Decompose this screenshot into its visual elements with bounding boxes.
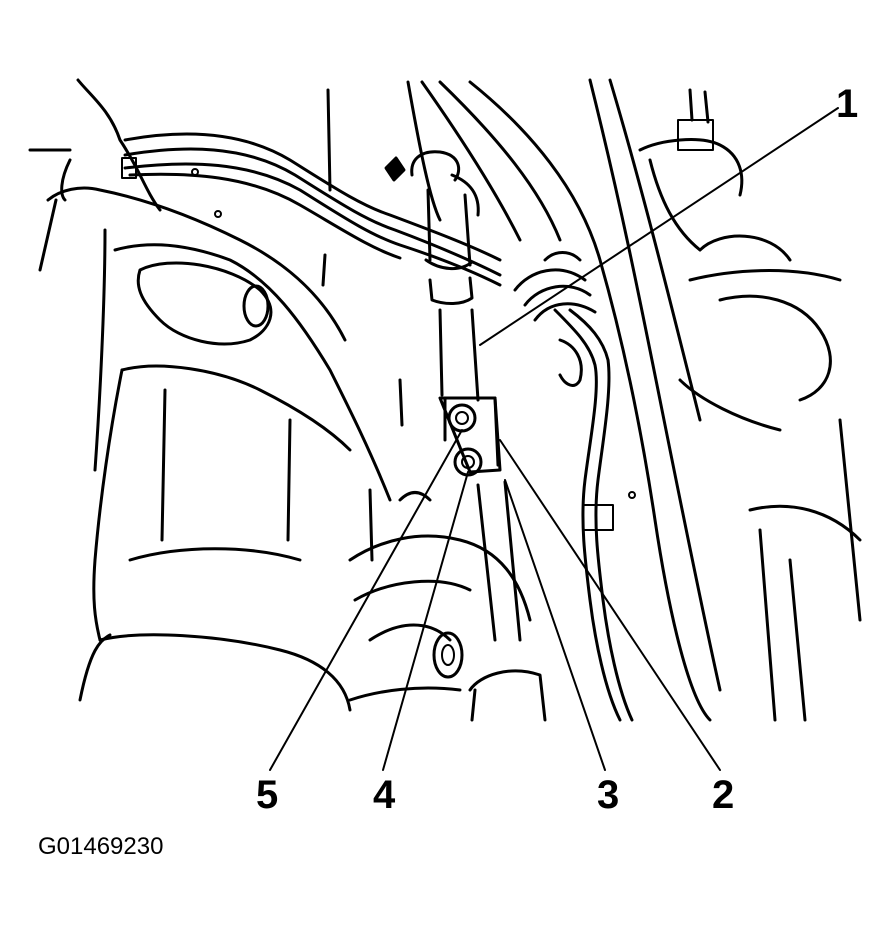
upper-bolt [447, 403, 477, 433]
callout-5: 5 [256, 773, 279, 817]
callout-2: 2 [712, 773, 735, 817]
callout-3: 3 [597, 773, 620, 817]
small-nut [384, 156, 406, 182]
leader-lines [269, 107, 839, 771]
right-frame [582, 78, 862, 722]
shock-absorber [410, 150, 547, 722]
right-brake-line [553, 308, 634, 722]
callout-4: 4 [373, 773, 396, 817]
left-body-panel [28, 78, 392, 712]
brake-lines [121, 88, 502, 287]
figure-id: G01469230 [38, 833, 164, 860]
callout-1: 1 [836, 82, 859, 126]
lower-control-arm [348, 378, 532, 702]
coil-spring [406, 80, 712, 722]
